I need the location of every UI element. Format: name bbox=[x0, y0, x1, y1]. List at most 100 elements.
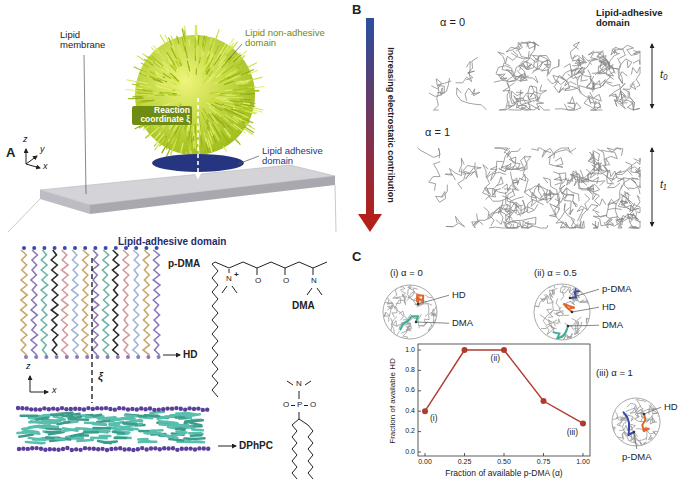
fibre-strand bbox=[228, 119, 234, 123]
fibre-strand bbox=[221, 104, 235, 109]
fibre-strand bbox=[225, 114, 238, 123]
fibre-strand bbox=[250, 90, 259, 92]
lipid-rod bbox=[176, 428, 184, 431]
fibre-strand bbox=[232, 117, 238, 120]
fibre-strand bbox=[204, 58, 206, 66]
fibre-strand bbox=[154, 95, 164, 96]
head-group bbox=[82, 407, 86, 411]
head-group bbox=[171, 446, 175, 450]
head-group bbox=[96, 447, 100, 451]
fibre-strand bbox=[241, 106, 248, 108]
component-label: HD bbox=[602, 302, 616, 312]
fibre-strand bbox=[203, 141, 204, 150]
head-group bbox=[60, 406, 64, 410]
view-heading: (iii) α = 1 bbox=[596, 368, 633, 378]
molecule-stick bbox=[517, 200, 538, 215]
head-group bbox=[73, 246, 77, 250]
leader-line bbox=[570, 289, 599, 298]
molecule-stick bbox=[498, 51, 518, 63]
molecule-stick bbox=[564, 194, 574, 215]
molecule-stick bbox=[463, 163, 481, 174]
molecule-stick bbox=[385, 296, 393, 307]
molecule-stick bbox=[633, 50, 640, 64]
plot-frame bbox=[418, 344, 590, 456]
fibre-strand bbox=[182, 37, 185, 52]
head-group bbox=[113, 407, 117, 411]
fibre-strand bbox=[132, 96, 142, 97]
highlighted-molecule bbox=[623, 412, 634, 434]
head-group bbox=[29, 407, 33, 411]
fibre-strand bbox=[237, 91, 246, 93]
fibre-strand bbox=[177, 36, 179, 44]
leader-line bbox=[84, 55, 86, 194]
head-group bbox=[206, 447, 210, 451]
head-group bbox=[83, 246, 87, 250]
head-group bbox=[161, 407, 165, 411]
molecule-stick bbox=[489, 189, 507, 202]
membrane-side bbox=[90, 176, 335, 214]
fibre-strand bbox=[169, 100, 181, 104]
molecule-stick bbox=[553, 75, 566, 84]
lipid-rod bbox=[158, 416, 173, 418]
lipid-rod bbox=[110, 422, 120, 425]
molecule-stick bbox=[527, 42, 539, 50]
molecule-stick bbox=[509, 216, 536, 224]
head-group bbox=[157, 407, 161, 411]
alkyl-chain bbox=[212, 262, 218, 397]
fibre-strand bbox=[153, 45, 159, 52]
callout-label: Lipid adhesive domain bbox=[262, 146, 336, 167]
head-group bbox=[24, 355, 28, 359]
tick-label: 0.00 bbox=[418, 458, 432, 466]
coordinate-symbol: ξ bbox=[98, 370, 103, 382]
molecule-stick bbox=[651, 417, 657, 422]
molecule-stick bbox=[526, 304, 539, 308]
molecule-stick bbox=[617, 213, 634, 228]
lipid-rod bbox=[142, 441, 151, 442]
leader-dot bbox=[569, 297, 572, 300]
lipid-chain bbox=[31, 250, 38, 355]
head-group bbox=[91, 407, 95, 411]
data-marker bbox=[462, 347, 468, 353]
fibre-strand bbox=[240, 101, 254, 103]
tick-label: 1.00 bbox=[576, 458, 590, 466]
charge-sign: + bbox=[234, 271, 239, 280]
fibre-strand bbox=[223, 146, 226, 152]
fibre-strand bbox=[132, 84, 139, 85]
atom-symbol: O bbox=[283, 401, 289, 410]
molecule-stick bbox=[534, 295, 548, 306]
fibre-strand bbox=[193, 141, 194, 148]
fibre-strand bbox=[215, 94, 225, 95]
head-group bbox=[179, 407, 183, 411]
fibre-strand bbox=[224, 104, 234, 107]
head-group bbox=[39, 447, 43, 451]
fibre-strand bbox=[168, 59, 172, 64]
molecule-stick bbox=[512, 174, 526, 184]
fibre-strand bbox=[150, 71, 155, 74]
fibre-strand bbox=[177, 125, 183, 139]
fibre-strand bbox=[159, 126, 166, 133]
data-marker bbox=[501, 347, 507, 353]
lipid-chain bbox=[153, 250, 160, 355]
lipid-rod bbox=[144, 432, 160, 435]
fibre-strand bbox=[184, 30, 186, 39]
point-label: (ii) bbox=[491, 354, 500, 363]
molecule-stick bbox=[553, 300, 562, 310]
lipid-rod bbox=[19, 434, 33, 436]
molecule-stick bbox=[635, 408, 643, 417]
lipid-bundle bbox=[21, 246, 161, 359]
reaction-arrow bbox=[197, 98, 199, 178]
lipid-rod bbox=[176, 412, 189, 415]
fibre-strand bbox=[248, 63, 257, 68]
molecule-stick bbox=[499, 83, 512, 110]
axis-letter: x bbox=[43, 162, 48, 172]
view-outline bbox=[612, 398, 660, 446]
head-group bbox=[87, 446, 91, 450]
fibre-strand bbox=[138, 93, 153, 95]
axis-letter: x bbox=[52, 386, 57, 396]
fibre-strand bbox=[245, 127, 254, 133]
fibre-strand bbox=[160, 138, 165, 145]
head-group bbox=[114, 246, 118, 250]
highlighted-molecule bbox=[563, 304, 574, 312]
head-group bbox=[95, 406, 99, 410]
fibre-strand bbox=[221, 69, 226, 73]
